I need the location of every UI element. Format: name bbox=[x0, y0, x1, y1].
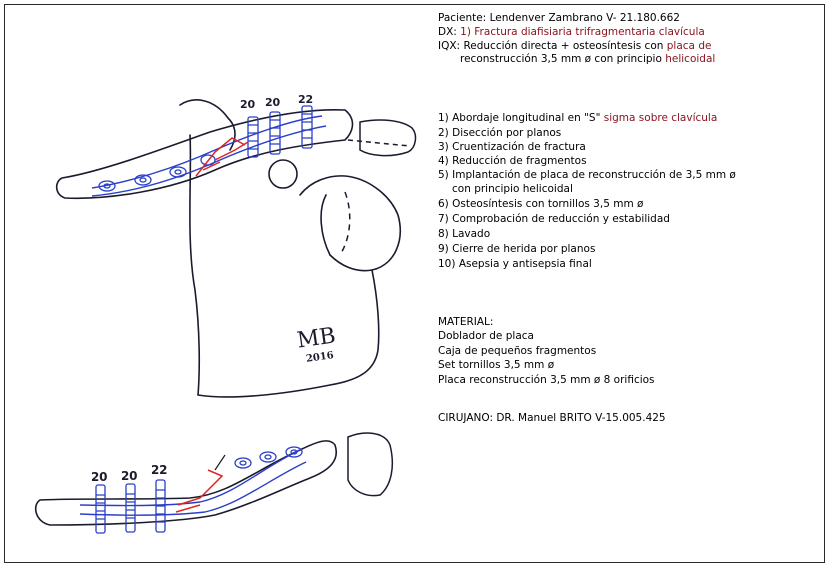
surgeon-value: DR. Manuel BRITO V-15.005.425 bbox=[496, 412, 665, 424]
patient-label: Paciente: bbox=[438, 12, 486, 24]
material-title: MATERIAL: bbox=[438, 316, 493, 328]
top-clavicle bbox=[57, 106, 353, 198]
material-item: Caja de pequeños fragmentos bbox=[438, 345, 596, 357]
step-9: 9) Cierre de herida por planos bbox=[438, 243, 595, 255]
step-8: 8) Lavado bbox=[438, 228, 490, 240]
material-item: Doblador de placa bbox=[438, 330, 534, 342]
step-3: 3) Cruentización de fractura bbox=[438, 141, 586, 153]
step-text: Disección por planos bbox=[452, 127, 561, 139]
step-text: Reducción de fragmentos bbox=[452, 155, 586, 167]
material-item: Placa reconstrucción 3,5 mm ø 8 orificio… bbox=[438, 374, 655, 386]
bottom-screw-label-1: 20 bbox=[91, 470, 107, 484]
patient-line: Paciente: Lendenver Zambrano V- 21.180.6… bbox=[438, 12, 680, 24]
top-screw-label-1: 20 bbox=[240, 98, 255, 111]
iqx-value-red: placa de bbox=[667, 40, 712, 52]
iqx-value: Reducción directa + osteosíntesis con bbox=[463, 40, 663, 52]
step-text: Cierre de herida por planos bbox=[452, 243, 595, 255]
step-number: 5) bbox=[438, 169, 449, 181]
iqx-line: IQX: Reducción directa + osteosíntesis c… bbox=[438, 40, 711, 52]
bottom-screw-label-2: 20 bbox=[121, 469, 137, 483]
dx-value: 1) Fractura diafisiaria trifragmentaria … bbox=[460, 26, 705, 38]
dx-label: DX: bbox=[438, 26, 457, 38]
step-number: 8) bbox=[438, 228, 449, 240]
step-text: con principio helicoidal bbox=[452, 183, 573, 195]
step-number: 4) bbox=[438, 155, 449, 167]
step-5-cont: con principio helicoidal bbox=[452, 183, 573, 195]
step-number: 10) bbox=[438, 258, 455, 270]
step-10: 10) Asepsia y antisepsia final bbox=[438, 258, 592, 270]
step-2: 2) Disección por planos bbox=[438, 127, 561, 139]
surgeon-line: CIRUJANO: DR. Manuel BRITO V-15.005.425 bbox=[438, 412, 666, 424]
top-screw-label-3: 22 bbox=[298, 93, 313, 106]
step-number: 6) bbox=[438, 198, 449, 210]
dx-line: DX: 1) Fractura diafisiaria trifragmenta… bbox=[438, 26, 705, 38]
step-6: 6) Osteosíntesis con tornillos 3,5 mm ø bbox=[438, 198, 643, 210]
step-number: 1) bbox=[438, 112, 449, 124]
step-number: 9) bbox=[438, 243, 449, 255]
step-text-red: sigma sobre clavícula bbox=[604, 112, 718, 124]
signature-initials: MB bbox=[295, 323, 337, 353]
step-text: Lavado bbox=[452, 228, 490, 240]
iqx-line2: reconstrucción 3,5 mm ø con principio bbox=[460, 53, 662, 65]
patient-value: Lendenver Zambrano V- 21.180.662 bbox=[490, 12, 680, 24]
material-item: Set tornillos 3,5 mm ø bbox=[438, 359, 554, 371]
step-number: 2) bbox=[438, 127, 449, 139]
iqx-line2-red: helicoidal bbox=[665, 53, 715, 65]
step-number: 3) bbox=[438, 141, 449, 153]
step-text: Implantación de placa de reconstrucción … bbox=[452, 169, 736, 181]
step-text: Asepsia y antisepsia final bbox=[459, 258, 592, 270]
step-4: 4) Reducción de fragmentos bbox=[438, 155, 587, 167]
top-screw-label-2: 20 bbox=[265, 96, 280, 109]
bottom-screw-label-3: 22 bbox=[151, 463, 167, 477]
step-5: 5) Implantación de placa de reconstrucci… bbox=[438, 169, 736, 181]
step-number: 7) bbox=[438, 213, 449, 225]
step-text: Comprobación de reducción y estabilidad bbox=[452, 213, 670, 225]
acromion-outline bbox=[340, 120, 415, 255]
scapula-outline bbox=[180, 100, 400, 397]
step-7: 7) Comprobación de reducción y estabilid… bbox=[438, 213, 670, 225]
surgeon-label: CIRUJANO: bbox=[438, 412, 493, 424]
bottom-clavicle bbox=[36, 433, 393, 533]
step-text: Abordaje longitudinal en "S" bbox=[452, 112, 600, 124]
step-text: Cruentización de fractura bbox=[452, 141, 586, 153]
iqx-label: IQX: bbox=[438, 40, 460, 52]
step-1: 1) Abordaje longitudinal en "S" sigma so… bbox=[438, 112, 717, 124]
step-text: Osteosíntesis con tornillos 3,5 mm ø bbox=[452, 198, 643, 210]
iqx-line-2: reconstrucción 3,5 mm ø con principio he… bbox=[460, 53, 715, 65]
